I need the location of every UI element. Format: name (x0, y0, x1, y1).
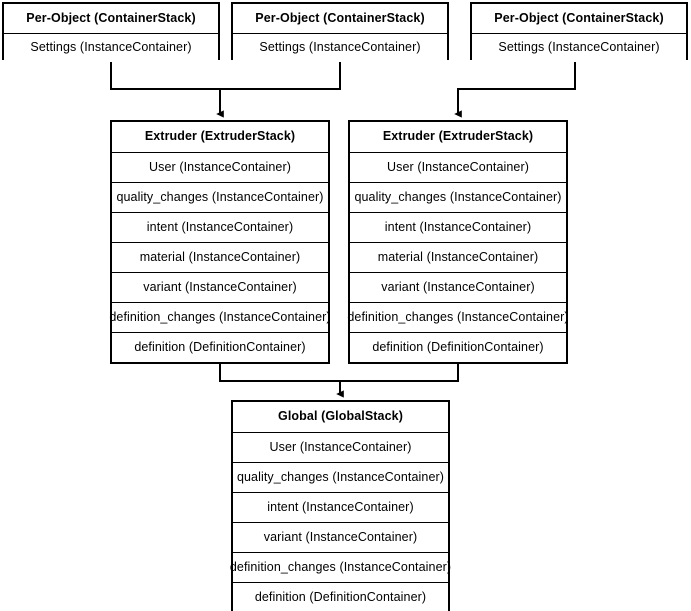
node-per-object-3[interactable]: Per-Object (ContainerStack) Settings (In… (470, 2, 688, 62)
node-row-variant: variant (InstanceContainer) (350, 272, 566, 302)
node-per-object-2[interactable]: Per-Object (ContainerStack) Settings (In… (231, 2, 449, 62)
node-header: Per-Object (ContainerStack) (233, 4, 447, 33)
node-per-object-1[interactable]: Per-Object (ContainerStack) Settings (In… (2, 2, 220, 62)
node-row-user: User (InstanceContainer) (350, 152, 566, 182)
node-row-quality-changes: quality_changes (InstanceContainer) (233, 462, 448, 492)
node-row-variant: variant (InstanceContainer) (112, 272, 328, 302)
node-row-definition-changes: definition_changes (InstanceContainer) (347, 302, 569, 332)
node-extruder-1[interactable]: Extruder (ExtruderStack) User (InstanceC… (109, 120, 331, 364)
node-row-definition-changes: definition_changes (InstanceContainer) (109, 302, 331, 332)
node-row-user: User (InstanceContainer) (112, 152, 328, 182)
node-row-intent: intent (InstanceContainer) (350, 212, 566, 242)
node-row-settings: Settings (InstanceContainer) (4, 33, 218, 62)
edge-extruder1-to-global (219, 361, 344, 398)
node-row-settings: Settings (InstanceContainer) (472, 33, 686, 62)
node-row-definition: definition (DefinitionContainer) (233, 582, 448, 611)
node-header: Global (GlobalStack) (233, 402, 448, 432)
node-row-definition-changes: definition_changes (InstanceContainer) (230, 552, 451, 582)
node-row-intent: intent (InstanceContainer) (112, 212, 328, 242)
node-global[interactable]: Global (GlobalStack) User (InstanceConta… (230, 400, 451, 611)
node-header: Extruder (ExtruderStack) (350, 122, 566, 152)
node-row-variant: variant (InstanceContainer) (233, 522, 448, 552)
node-row-definition: definition (DefinitionContainer) (112, 332, 328, 362)
node-row-quality-changes: quality_changes (InstanceContainer) (112, 182, 328, 212)
node-row-quality-changes: quality_changes (InstanceContainer) (350, 182, 566, 212)
node-header: Per-Object (ContainerStack) (472, 4, 686, 33)
node-row-settings: Settings (InstanceContainer) (233, 33, 447, 62)
edge-extruder2-to-global (340, 361, 459, 382)
node-row-material: material (InstanceContainer) (350, 242, 566, 272)
node-extruder-2[interactable]: Extruder (ExtruderStack) User (InstanceC… (347, 120, 569, 364)
node-header: Per-Object (ContainerStack) (4, 4, 218, 33)
edge-perobject2-to-extruder1 (220, 60, 341, 90)
node-header: Extruder (ExtruderStack) (112, 122, 328, 152)
edge-perobject3-to-extruder2 (454, 60, 576, 118)
node-row-material: material (InstanceContainer) (112, 242, 328, 272)
edge-perobject1-to-extruder1 (110, 60, 224, 118)
node-row-intent: intent (InstanceContainer) (233, 492, 448, 522)
node-row-definition: definition (DefinitionContainer) (350, 332, 566, 362)
node-row-user: User (InstanceContainer) (233, 432, 448, 462)
